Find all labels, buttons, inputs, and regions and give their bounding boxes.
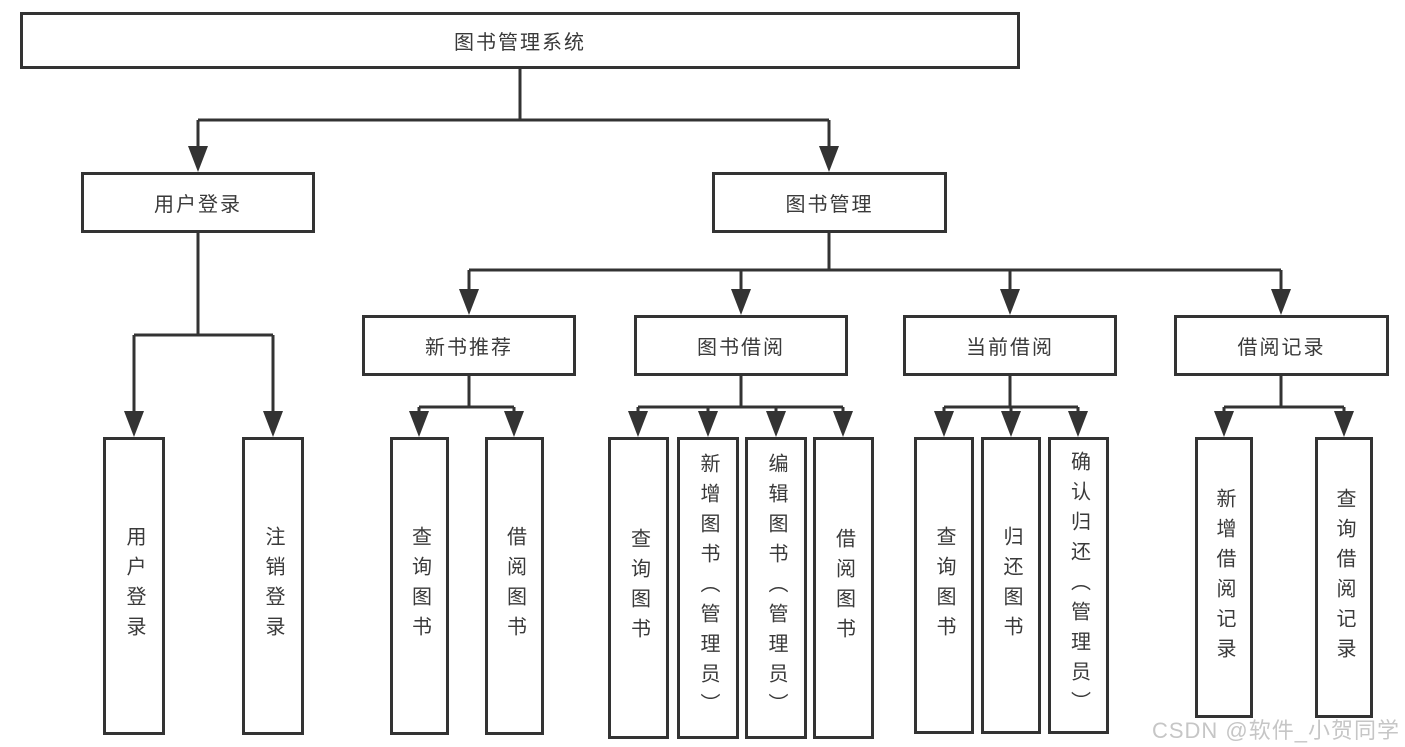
node-book-borrowing: 图书借阅 xyxy=(634,315,848,376)
node-label: 注销登录 xyxy=(262,526,284,646)
leaf-borrow-books-recommend: 借阅图书 xyxy=(485,437,544,735)
leaf-edit-books-admin: 编辑图书（管理员） xyxy=(745,437,807,739)
node-library-system: 图书管理系统 xyxy=(20,12,1020,69)
node-label: 借阅图书 xyxy=(503,526,526,646)
leaf-add-books-admin: 新增图书（管理员） xyxy=(677,437,739,739)
node-label: 编辑图书（管理员） xyxy=(765,453,787,723)
connector-records-to-leaves xyxy=(1214,375,1354,437)
node-current-borrowing: 当前借阅 xyxy=(903,315,1117,376)
node-label: 新书推荐 xyxy=(425,337,513,359)
leaf-query-books-recommend: 查询图书 xyxy=(390,437,449,735)
node-label: 借阅图书 xyxy=(832,528,855,648)
leaf-user-login: 用户登录 xyxy=(103,437,165,735)
connector-borrowing-to-leaves xyxy=(628,375,853,437)
leaf-query-borrow-record: 查询借阅记录 xyxy=(1315,437,1373,718)
leaf-return-books: 归还图书 xyxy=(981,437,1041,734)
node-label: 新增借阅记录 xyxy=(1213,487,1235,668)
node-label: 查询图书 xyxy=(933,525,955,646)
leaf-add-borrow-record: 新增借阅记录 xyxy=(1195,437,1253,718)
csdn-watermark: CSDN @软件_小贺同学 xyxy=(1151,718,1400,743)
node-borrowing-records: 借阅记录 xyxy=(1174,315,1389,376)
leaf-borrow-books-borrowing: 借阅图书 xyxy=(813,437,874,739)
node-label: 用户登录 xyxy=(123,526,145,646)
connector-current-to-leaves xyxy=(934,375,1088,437)
node-label: 新增图书（管理员） xyxy=(697,453,719,723)
connector-recommend-to-leaves xyxy=(409,375,524,437)
node-user-login: 用户登录 xyxy=(81,172,315,233)
node-label: 当前借阅 xyxy=(966,337,1054,359)
connector-bookmgmt-to-level3 xyxy=(459,232,1291,315)
node-label: 图书管理系统 xyxy=(454,32,586,54)
node-label: 查询图书 xyxy=(627,528,650,648)
leaf-confirm-return-admin: 确认归还（管理员） xyxy=(1048,437,1109,734)
node-label: 确认归还（管理员） xyxy=(1067,450,1090,721)
node-label: 图书借阅 xyxy=(697,337,785,359)
node-label: 查询借阅记录 xyxy=(1333,487,1355,668)
connector-root-to-level2 xyxy=(188,68,839,172)
node-label: 用户登录 xyxy=(154,194,242,216)
node-label: 图书管理 xyxy=(785,194,874,216)
node-label: 借阅记录 xyxy=(1237,337,1326,359)
leaf-query-books-borrowing: 查询图书 xyxy=(608,437,669,739)
node-new-book-recommend: 新书推荐 xyxy=(362,315,576,376)
node-label: 查询图书 xyxy=(408,526,431,646)
node-book-management: 图书管理 xyxy=(712,172,947,233)
node-label: 归还图书 xyxy=(1000,525,1022,646)
leaf-logout: 注销登录 xyxy=(242,437,304,735)
connector-userlogin-to-leaves xyxy=(124,232,283,437)
leaf-query-books-current: 查询图书 xyxy=(914,437,974,734)
